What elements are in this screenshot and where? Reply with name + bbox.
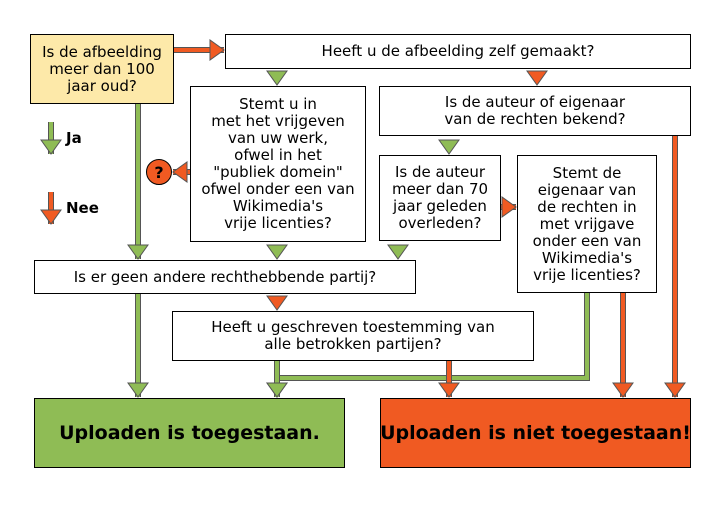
arrow-selfmade-yes-head (266, 70, 288, 86)
arrow-noother-yes-head (127, 382, 149, 398)
arrow-agree-no-head (172, 161, 188, 183)
node-self-made: Heeft u de afbeelding zelf gemaakt? (225, 34, 691, 69)
node-start: Is de afbeelding meer dan 100 jaar oud? (30, 34, 174, 104)
arrow-written-yes-head (266, 382, 288, 398)
node-author-known: Is de auteur of eigenaar van de rechten … (379, 86, 691, 136)
node-author-70: Is de auteur meer dan 70 jaar geleden ov… (379, 155, 501, 241)
arrow-author70-no-head (501, 196, 517, 218)
node-agree-release: Stemt u in met het vrijgeven van uw werk… (190, 86, 366, 242)
arrow-known-no-head (664, 382, 686, 398)
arrow-agree-yes-head (266, 244, 288, 260)
arrow-selfmade-no-head (526, 70, 548, 86)
arrow-author70-yes-head (387, 244, 409, 260)
arrow-noother-no-head (266, 295, 288, 311)
legend-no-label: Nee (66, 199, 99, 217)
arrow-start-no-head (209, 39, 225, 61)
legend-no-arrow-head (40, 209, 62, 225)
node-no-other-party: Is er geen andere rechthebbende partij? (34, 260, 416, 294)
arrow-written-no-head (438, 382, 460, 398)
node-written-permission: Heeft u geschreven toestemming van alle … (172, 311, 534, 361)
arrow-known-yes-head (438, 139, 460, 155)
node-owner-agrees: Stemt de eigenaar van de rechten in met … (517, 155, 657, 293)
result-not-allowed: Uploaden is niet toegestaan! (380, 398, 691, 468)
legend-yes-label: Ja (66, 129, 82, 147)
arrow-owner-no-head (612, 382, 634, 398)
result-allowed: Uploaden is toegestaan. (34, 398, 345, 468)
arrow-start-yes-head (127, 244, 149, 260)
unknown-question-icon: ? (146, 159, 172, 185)
legend-yes-arrow-head (40, 139, 62, 155)
